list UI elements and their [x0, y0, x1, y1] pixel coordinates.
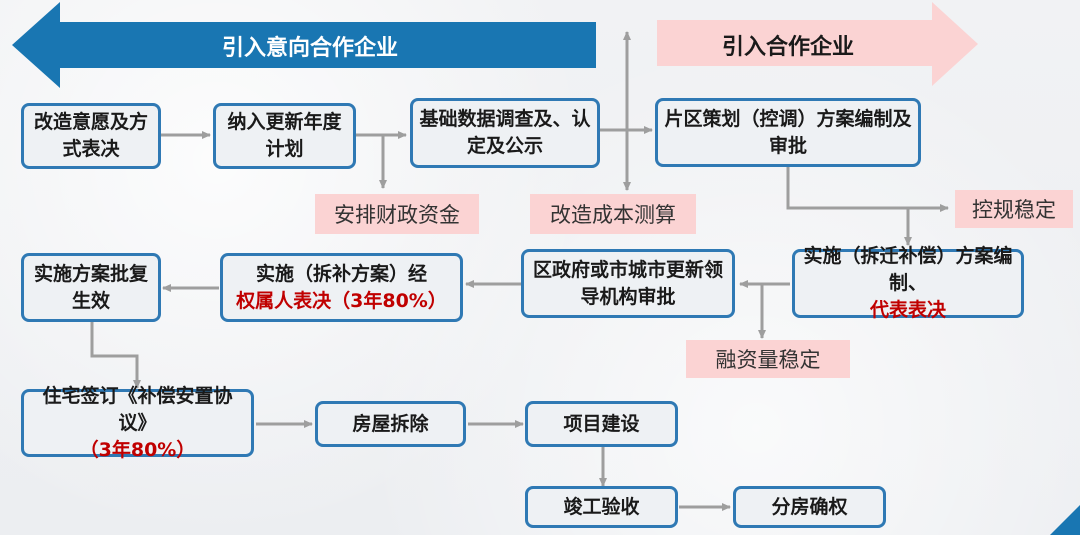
corner-decoration [1050, 505, 1080, 535]
node-compensation-plan-line1: 实施（拆迁补偿）方案编制、 [803, 245, 1013, 294]
node-area-planning: 片区策划（控调）方案编制及审批 [655, 98, 921, 167]
node-housing-agreement-red: （3年80%） [79, 438, 196, 461]
node-demolition: 房屋拆除 [315, 401, 466, 447]
node-annual-plan: 纳入更新年度计划 [213, 103, 356, 169]
label-funds: 安排财政资金 [315, 194, 479, 234]
node-compensation-plan-red: 代表表决 [869, 299, 946, 321]
node-owner-vote-red: 权属人表决（3年80%） [236, 289, 447, 312]
node-plan-effective: 实施方案批复生效 [21, 253, 161, 322]
node-reform-vote: 改造意愿及方式表决 [21, 103, 161, 169]
arrow-n8-n9 [90, 320, 141, 389]
node-completion-acceptance: 竣工验收 [525, 486, 678, 528]
label-control: 控规稳定 [955, 190, 1073, 228]
node-data-survey: 基础数据调查及、认定及公示 [410, 98, 600, 168]
node-construction: 项目建设 [525, 401, 678, 447]
node-owner-vote: 实施（拆补方案）经 权属人表决（3年80%） [220, 253, 463, 322]
node-government-approval: 区政府或市城市更新领导机构审批 [521, 249, 735, 318]
arrow-to-control [786, 167, 949, 212]
node-housing-agreement: 住宅签订《补偿安置协议》 （3年80%） [21, 385, 254, 461]
right-banner-label: 引入合作企业 [722, 35, 855, 60]
node-compensation-plan: 实施（拆迁补偿）方案编制、 代表表决 [792, 245, 1024, 321]
label-finance: 融资量稳定 [686, 340, 850, 378]
label-cost: 改造成本测算 [530, 194, 696, 234]
node-owner-vote-line1: 实施（拆补方案）经 [255, 262, 427, 285]
left-banner-label: 引入意向合作企业 [222, 36, 399, 61]
node-property-rights: 分房确权 [733, 486, 886, 528]
node-housing-agreement-line: 住宅签订《补偿安置协议》 [42, 384, 233, 434]
